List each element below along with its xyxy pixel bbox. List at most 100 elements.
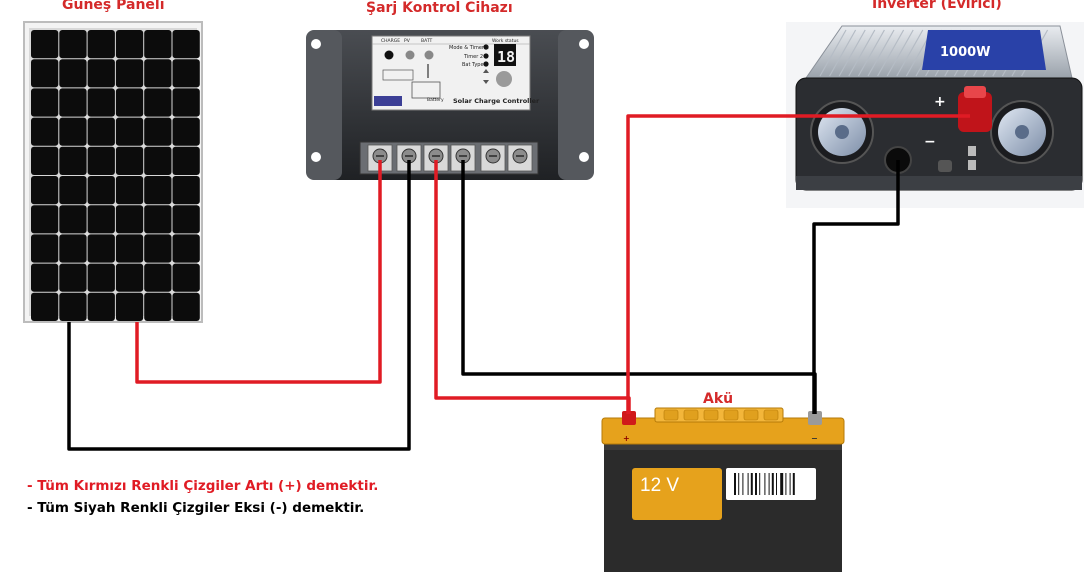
solar-cell (115, 30, 144, 59)
mount-hole-icon (579, 152, 589, 162)
tab-charge: CHARGE (381, 38, 400, 44)
solar-cell (87, 30, 115, 59)
solar-panel-label: Güneş Paneli (62, 0, 165, 13)
solar-cell (87, 205, 115, 234)
charge-led-icon (384, 50, 394, 60)
solar-cell (115, 117, 144, 146)
solar-cell (144, 88, 172, 117)
mount-hole-icon (311, 152, 321, 162)
solar-cell (144, 263, 172, 292)
battery-positive-terminal (622, 411, 636, 425)
solar-cell (172, 292, 200, 321)
mount-hole-icon (311, 39, 321, 49)
barcode-icon (734, 473, 795, 495)
solar-cell (115, 205, 144, 234)
batt-led-icon (424, 50, 434, 60)
solar-cell (115, 59, 144, 88)
solar-cell (144, 117, 172, 146)
battery-cell-caps (663, 409, 779, 421)
solar-cell (31, 146, 59, 175)
inverter-positive-terminal (958, 92, 992, 132)
solar-cell (144, 30, 172, 59)
solar-cell (144, 59, 172, 88)
red-wire-battery (434, 160, 631, 414)
solar-cell (87, 176, 115, 205)
black-wire-inverter (812, 160, 900, 414)
red-wire-panel (135, 160, 382, 384)
solar-cell (87, 292, 115, 321)
solar-cell (59, 234, 87, 263)
solar-cell (144, 234, 172, 263)
controller-panel-text: Solar Charge Controller (453, 97, 540, 105)
solar-cell (87, 117, 115, 146)
wires (67, 114, 970, 451)
solar-cell (59, 146, 87, 175)
solar-cell (172, 234, 200, 263)
note-red-lines: - Tüm Kırmızı Renkli Çizgiler Artı (+) d… (27, 478, 379, 494)
display-screen (494, 44, 516, 66)
battery-plus-sign: + (623, 434, 630, 443)
solar-cell (31, 176, 59, 205)
mode-button[interactable] (496, 71, 512, 87)
solar-cell (59, 30, 87, 59)
inverter-label: Inverter (Evirici) (872, 0, 1002, 12)
solar-cell (115, 292, 144, 321)
display-value: 18 (497, 48, 515, 66)
inverter-sticker (922, 30, 1046, 70)
solar-cell (59, 263, 87, 292)
solar-cell (115, 146, 144, 175)
charge-controller-label: Şarj Kontrol Cihazı (366, 0, 513, 16)
menu-item-1: Mode & Timer 1 (449, 45, 489, 51)
inverter-minus-sign: − (924, 134, 936, 150)
brand-logo (374, 96, 402, 106)
solar-cell (31, 234, 59, 263)
inverter-model-text: 1000W (940, 45, 991, 60)
solar-cell (31, 263, 59, 292)
solar-cell (144, 146, 172, 175)
black-wire-battery (461, 160, 817, 414)
menu-item-2: Timer 2 (463, 54, 483, 60)
solar-cell (172, 30, 200, 59)
voltage-sticker (632, 468, 722, 520)
solar-cell (115, 234, 144, 263)
solar-cell (59, 205, 87, 234)
solar-cell (31, 30, 59, 59)
solar-cell (172, 146, 200, 175)
battery-symbol-label: Battery (427, 97, 444, 103)
red-wire-inverter (626, 114, 970, 414)
solar-cell (144, 292, 172, 321)
solar-cell (172, 88, 200, 117)
solar-cell (59, 176, 87, 205)
menu-item-3: Bat Type (462, 62, 484, 68)
black-wire-panel (67, 160, 411, 451)
battery (601, 407, 845, 572)
pv-led-icon (405, 50, 415, 60)
solar-cell (59, 292, 87, 321)
solar-cell (59, 88, 87, 117)
tab-work-status: Work status (492, 38, 519, 44)
battery-label: Akü (703, 391, 734, 407)
solar-cell (172, 59, 200, 88)
solar-cell (31, 117, 59, 146)
solar-cell (87, 263, 115, 292)
battery-negative-terminal (808, 411, 822, 425)
solar-panel (23, 21, 203, 323)
tab-batt: BATT (421, 38, 432, 44)
barcode-label (726, 468, 816, 500)
note-black-lines: - Tüm Siyah Renkli Çizgiler Eksi (-) dem… (27, 500, 365, 516)
charge-controller (306, 30, 594, 180)
solar-cell (172, 263, 200, 292)
solar-cell (172, 117, 200, 146)
solar-cell (87, 146, 115, 175)
solar-cell (144, 205, 172, 234)
solar-cell (31, 292, 59, 321)
solar-cells (31, 30, 200, 321)
battery-voltage: 12 V (640, 475, 679, 496)
solar-cell (115, 88, 144, 117)
inverter-plus-sign: + (934, 94, 946, 110)
solar-cell (87, 88, 115, 117)
solar-cell (172, 176, 200, 205)
solar-cell (59, 59, 87, 88)
battery-symbol-icon (411, 81, 441, 99)
